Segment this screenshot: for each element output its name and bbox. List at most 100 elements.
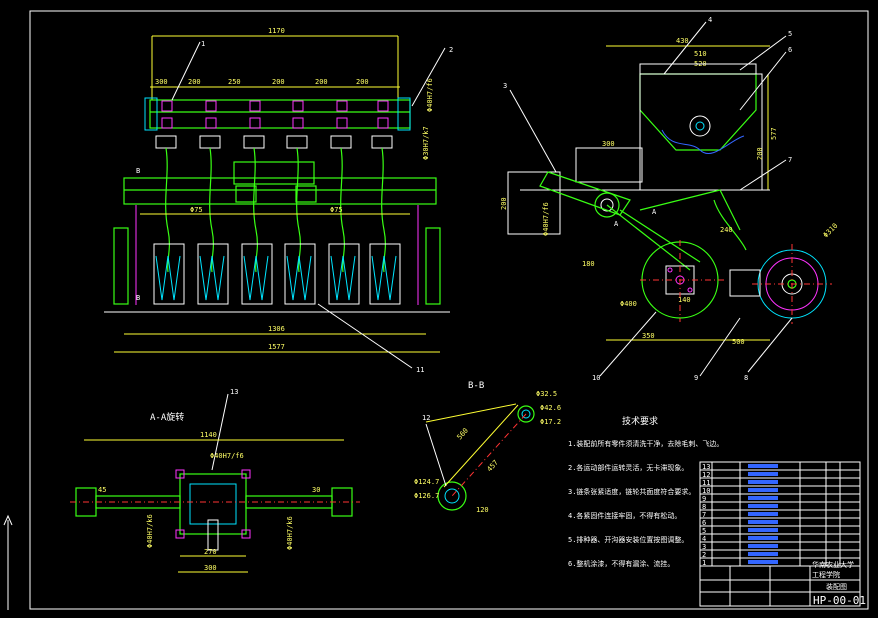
- balloon-2: 2: [449, 46, 453, 54]
- bom-row-number: 10: [702, 487, 710, 495]
- drawing-title: 装配图: [826, 582, 847, 591]
- bb-dim-120: 120: [476, 506, 489, 514]
- bom-row-number: 4: [702, 535, 706, 543]
- balloon-1: 1: [201, 40, 205, 48]
- tech-note-2: 2.各运动部件运转灵活，无卡滞现象。: [568, 463, 688, 472]
- side-dim-300: 300: [602, 140, 615, 148]
- balloon-5: 5: [788, 30, 792, 38]
- bom-row-name: [748, 520, 778, 524]
- side-dim-350: 350: [642, 332, 655, 340]
- svg-text:A: A: [652, 208, 657, 216]
- bom-row-number: 9: [702, 495, 706, 503]
- bom-row-name: [748, 464, 778, 468]
- side-dim-400: Φ400: [620, 300, 637, 308]
- side-dim-240: 240: [720, 226, 733, 234]
- balloon-11: 11: [416, 366, 424, 374]
- dim-spacing-5: 200: [356, 78, 369, 86]
- svg-text:A: A: [614, 220, 619, 228]
- fit-label-2: Φ30H7/k7: [422, 126, 430, 160]
- side-view: 430 510 520 577 200 300 200 A A: [500, 16, 839, 382]
- balloon-6: 6: [788, 46, 792, 54]
- seed-tubes: [165, 147, 387, 273]
- part-number: HP-00-01: [813, 594, 866, 607]
- side-dim-200b: 200: [500, 197, 508, 210]
- side-dim-430: 430: [676, 37, 689, 45]
- bom-row-name: [748, 560, 778, 564]
- aa-fit-top: Φ40H7/f6: [210, 452, 244, 460]
- bom-row-name: [748, 512, 778, 516]
- dim-bottom-overall: 1577: [268, 343, 285, 351]
- bb-fit-c: Φ17.2: [540, 418, 561, 426]
- side-dim-577: 577: [770, 127, 778, 140]
- dim-inner-left: Φ75: [190, 206, 203, 214]
- bom-row-name: [748, 544, 778, 548]
- fit-label-1: Φ40H7/f6: [426, 78, 434, 112]
- bom-row-name: [748, 504, 778, 508]
- school-line-1: 华南农业大学: [812, 560, 854, 569]
- bom-row-number: 11: [702, 479, 710, 487]
- side-dim-200: 200: [756, 147, 764, 160]
- bom-row-name: [748, 528, 778, 532]
- bom-row-name: [748, 472, 778, 476]
- aa-fit-left: Φ40H7/k6: [146, 514, 154, 548]
- side-dim-500: 500: [732, 338, 745, 346]
- tech-notes-title: 技术要求: [622, 415, 658, 427]
- tech-note-6: 6.整机涂漆，不得有漏涂、流挂。: [568, 559, 674, 568]
- title-block: 华南农业大学 工程学院 装配图 HP-00-01: [699, 560, 866, 607]
- axis-arrow-icon: [3, 514, 13, 526]
- svg-text:B: B: [136, 294, 140, 302]
- section-bb-title: B-B: [468, 381, 484, 391]
- drawing-frame: [29, 10, 869, 610]
- tech-note-5: 5.排种器、开沟器安装位置按图调整。: [568, 535, 688, 544]
- balloon-10: 10: [592, 374, 600, 382]
- section-aa-view: A-A旋转 13 1140 45 30 270 300 Φ40H7/f6 Φ40…: [70, 388, 360, 573]
- balloon-12: 12: [422, 414, 430, 422]
- dim-left-300: 300: [155, 78, 168, 86]
- balloon-7: 7: [788, 156, 792, 164]
- bom-row-number: 5: [702, 527, 706, 535]
- bb-dim-560: 560: [456, 427, 470, 442]
- dim-inner-right: Φ75: [330, 206, 343, 214]
- furrow-openers: [153, 243, 401, 305]
- bom-row-name: [748, 488, 778, 492]
- balloon-13: 13: [230, 388, 238, 396]
- bom-row-number: 7: [702, 511, 706, 519]
- tech-note-1: 1.装配前所有零件须清洗干净，去除毛刺、飞边。: [568, 439, 723, 448]
- side-dim-140: 140: [678, 296, 691, 304]
- dim-overall-top: 1170: [268, 27, 285, 35]
- bom-row-number: 8: [702, 503, 706, 511]
- bb-fit-b: Φ42.6: [540, 404, 561, 412]
- section-bb-view: B-B 12 560 457 Φ32.5 Φ42.6 Φ17.2 Φ124.7 …: [414, 381, 561, 514]
- balloon-4: 4: [708, 16, 712, 24]
- dim-spacing-3: 200: [272, 78, 285, 86]
- bom-row-number: 1: [702, 559, 706, 567]
- bb-fit-e: Φ126.7: [414, 492, 439, 500]
- school-line-2: 工程学院: [812, 570, 840, 579]
- side-dim-180: 180: [582, 260, 595, 268]
- bb-dim-457: 457: [486, 459, 500, 474]
- bom-row-name: [748, 496, 778, 500]
- dim-spacing-1: 200: [188, 78, 201, 86]
- bom-row-number: 12: [702, 471, 710, 479]
- tech-note-3: 3.链条张紧适度，链轮共面度符合要求。: [568, 487, 695, 496]
- bom-row-number: 3: [702, 543, 706, 551]
- balloon-3: 3: [503, 82, 507, 90]
- bom-row-name: [748, 552, 778, 556]
- balloon-8: 8: [744, 374, 748, 382]
- bom-row-number: 13: [702, 463, 710, 471]
- aa-dim-300: 300: [204, 564, 217, 572]
- svg-text:B: B: [136, 167, 140, 175]
- aa-dim-30: 30: [312, 486, 320, 494]
- balloon-9: 9: [694, 374, 698, 382]
- section-aa-title: A-A旋转: [150, 411, 184, 423]
- bb-fit-d: Φ124.7: [414, 478, 439, 486]
- bom-row-name: [748, 536, 778, 540]
- bb-fit-a: Φ32.5: [536, 390, 557, 398]
- aa-dim-45: 45: [98, 486, 106, 494]
- technical-requirements: 技术要求 1.装配前所有零件须清洗干净，去除毛刺、飞边。 2.各运动部件运转灵活…: [568, 415, 723, 568]
- front-view: 1170 300 200 250 200 200 200: [104, 27, 453, 374]
- aa-dim-overall: 1140: [200, 431, 217, 439]
- aa-fit-right: Φ40H7/k6: [286, 516, 294, 550]
